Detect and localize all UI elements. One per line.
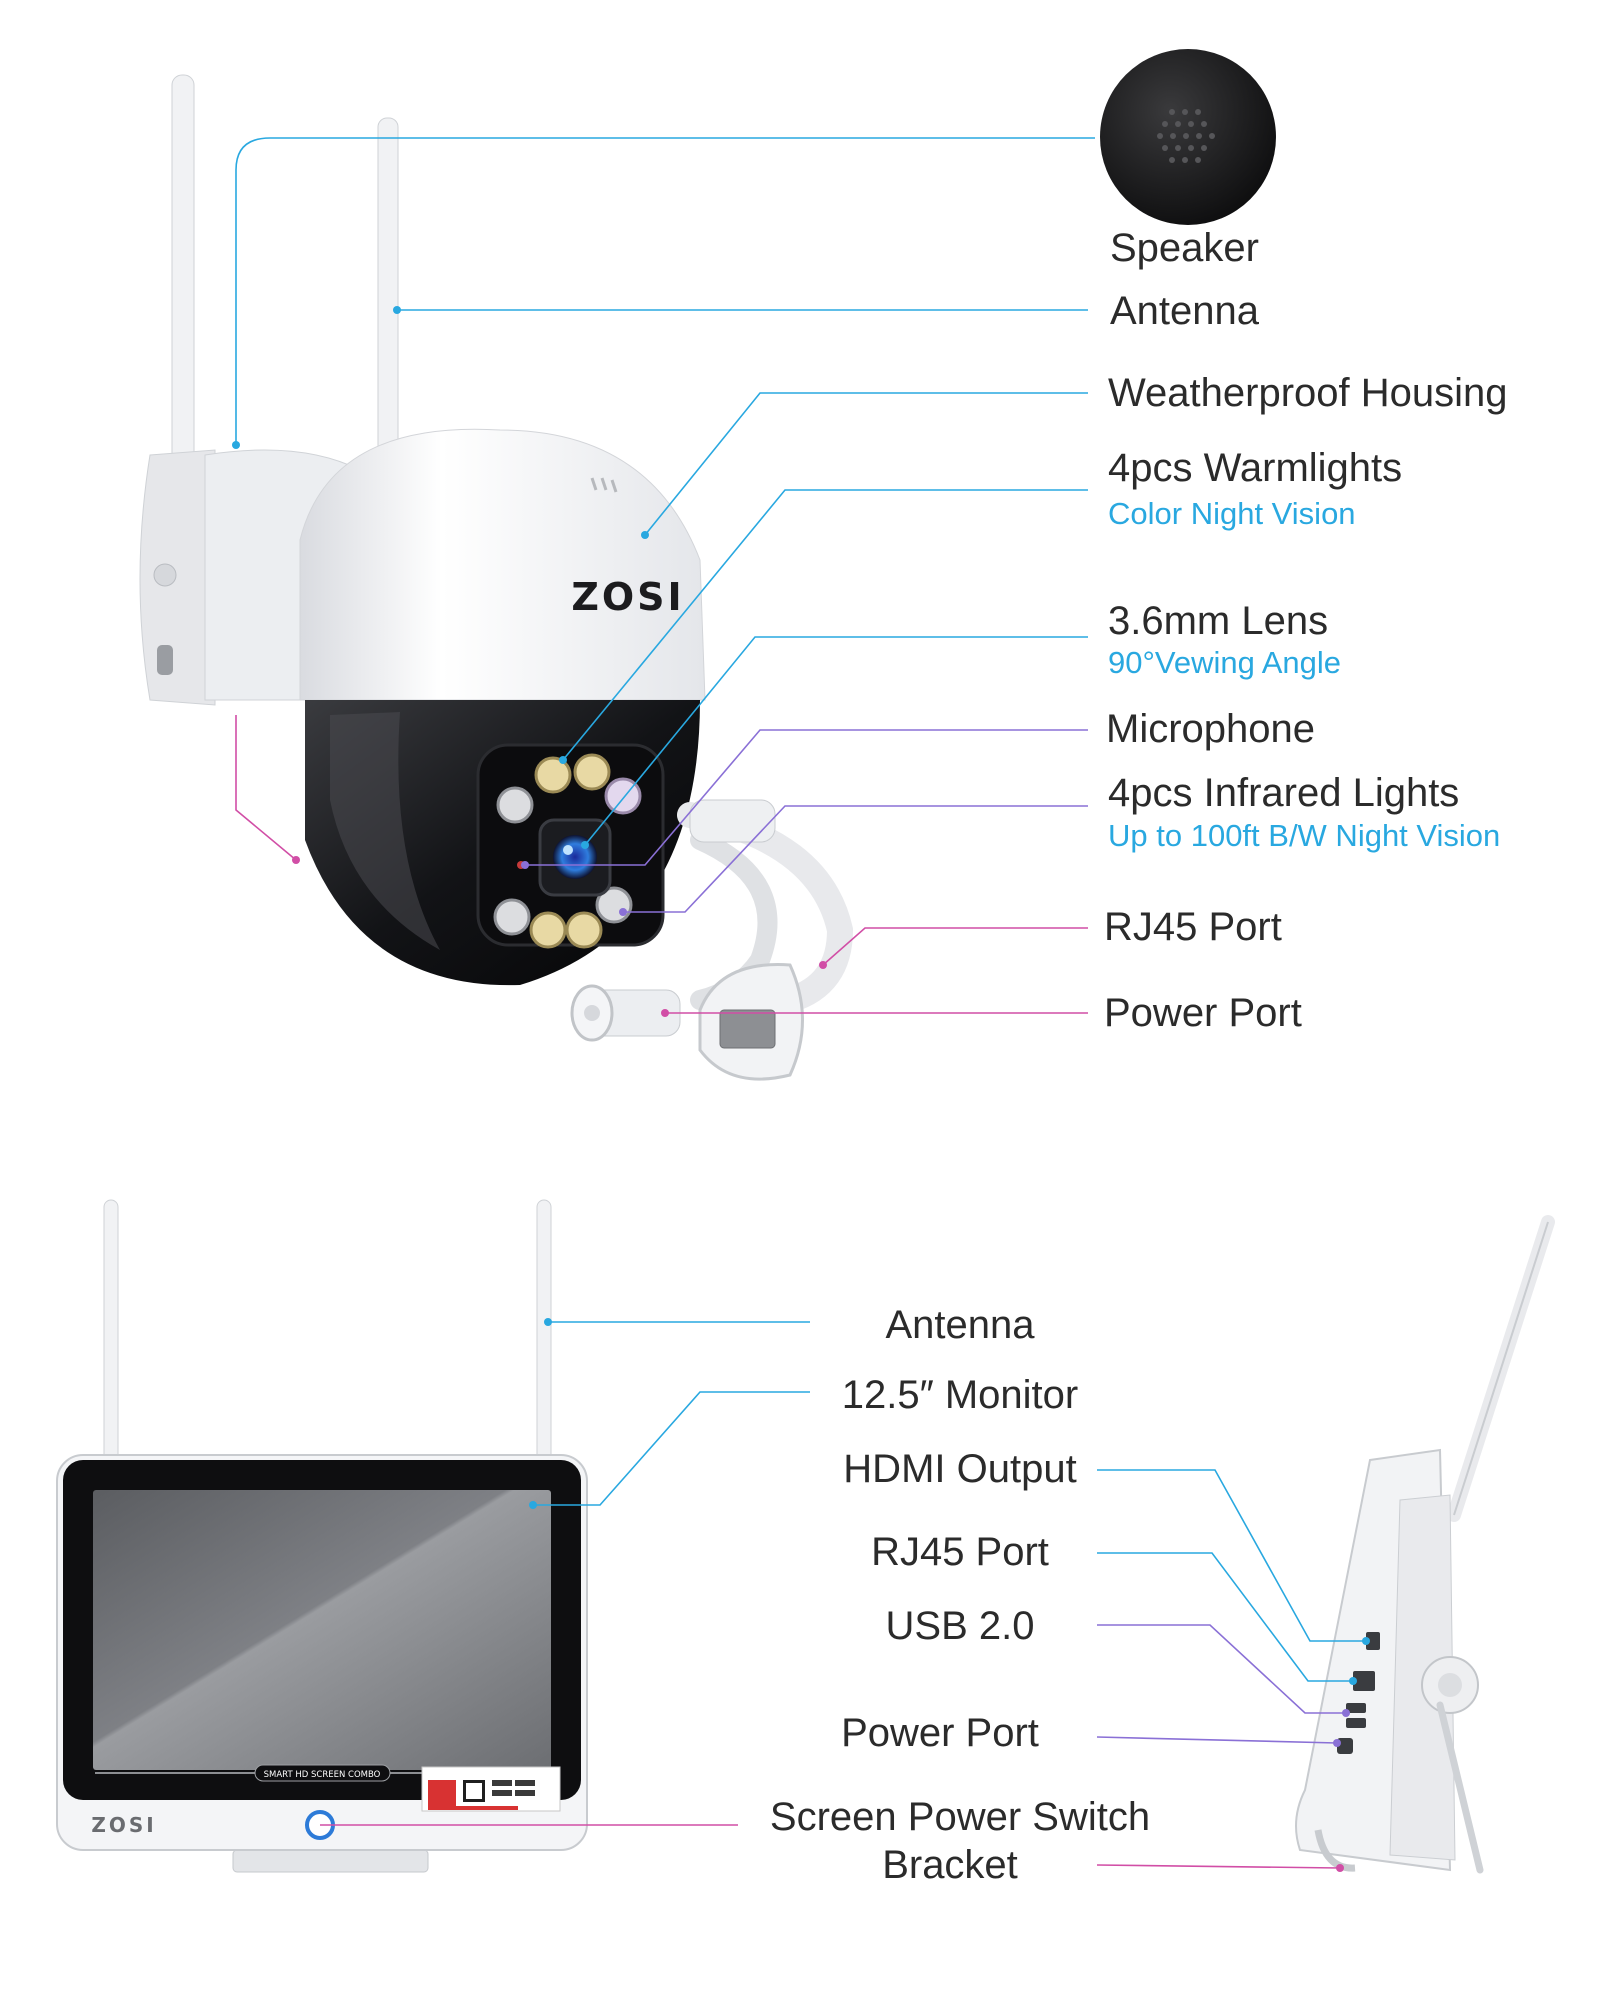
monitor-banner: SMART HD SCREEN COMBO	[264, 1770, 381, 1780]
side-ports	[1337, 1632, 1380, 1754]
camera-vent-marks	[590, 477, 618, 493]
warm-light-1	[534, 756, 572, 794]
label-monitor: 12.5″ Monitor	[841, 1373, 1079, 1417]
warm-light-2	[573, 753, 611, 791]
camera-illustration: ZOSI	[139, 49, 1276, 1081]
label-hdmi: HDMI Output	[843, 1447, 1077, 1491]
camera-leader-lines	[235, 137, 1095, 1014]
warm-light-3	[529, 911, 567, 949]
leader-lens	[584, 636, 1088, 846]
label-microphone: Microphone	[1106, 707, 1316, 751]
label-switch: Screen Power Switch	[769, 1795, 1151, 1839]
label-lens-sub: 90°Vewing Angle	[1108, 645, 1342, 680]
ir-light-bottom-left	[493, 898, 531, 936]
label-housing: Weatherproof Housing	[1108, 371, 1508, 415]
leader-monitor-rj45	[1097, 1552, 1353, 1682]
label-speaker: Speaker	[1110, 226, 1259, 270]
leader-monitor-screen	[533, 1391, 810, 1506]
leader-hdmi	[1097, 1469, 1366, 1642]
side-hinge-inner	[1438, 1673, 1462, 1697]
leader-housing	[644, 392, 1088, 536]
rj45-port	[1353, 1671, 1375, 1691]
leader-usb	[1097, 1624, 1346, 1714]
label-warmlights-sub: Color Night Vision	[1108, 496, 1356, 531]
warm-light-4	[565, 911, 603, 949]
camera-rj45-jack	[719, 1009, 776, 1049]
monitor-antenna-right	[536, 1199, 552, 1466]
camera-bracket-slot	[157, 645, 173, 675]
monitor-screen	[93, 1490, 551, 1770]
monitor-sticker	[421, 1766, 561, 1812]
usb-port-1	[1346, 1703, 1366, 1713]
ir-light-top-left	[496, 786, 534, 824]
leader-bracket-camera	[235, 715, 297, 861]
camera-led-ring	[493, 753, 642, 949]
label-monitor-antenna: Antenna	[885, 1303, 1035, 1347]
label-bracket: Bracket	[882, 1843, 1018, 1887]
camera-lens-glint	[563, 845, 573, 855]
camera-lens	[553, 835, 597, 879]
usb-port-2	[1346, 1718, 1366, 1728]
camera-antenna-right	[377, 117, 399, 469]
leader-microphone	[525, 729, 1088, 866]
monitor-stand	[232, 1849, 429, 1873]
speaker-grille	[1157, 109, 1215, 163]
camera-power-connector	[570, 984, 681, 1042]
label-infrared: 4pcs Infrared Lights	[1108, 771, 1460, 815]
monitor-leader-dots	[529, 1318, 1370, 1872]
leader-bracket	[1096, 1864, 1341, 1869]
monitor-banner-bg	[254, 1764, 391, 1782]
label-rj45: RJ45 Port	[1104, 905, 1282, 949]
power-port	[1337, 1738, 1353, 1754]
monitor-side-illustration	[1295, 1215, 1555, 1874]
label-usb: USB 2.0	[885, 1604, 1035, 1648]
label-warmlights: 4pcs Warmlights	[1108, 446, 1403, 490]
leader-monitor-power	[1096, 1736, 1338, 1744]
camera-wall-bracket	[139, 449, 216, 706]
leader-speaker	[235, 137, 1095, 445]
label-power: Power Port	[1104, 991, 1302, 1035]
camera-cable-strain-relief	[689, 799, 776, 843]
monitor-antenna-left	[103, 1199, 119, 1466]
monitor-brand-logo: ZOSI	[91, 1813, 156, 1837]
label-lens: 3.6mm Lens	[1108, 599, 1329, 643]
leader-rj45	[822, 927, 1088, 966]
camera-antenna-left	[171, 74, 195, 476]
label-infrared-sub: Up to 100ft B/W Night Vision	[1108, 818, 1501, 853]
side-antenna-edge	[1453, 1221, 1549, 1516]
side-stand-leg	[1436, 1701, 1484, 1874]
label-monitor-rj45: RJ45 Port	[871, 1530, 1049, 1574]
monitor-leader-lines	[320, 1321, 1366, 1869]
hdmi-port	[1366, 1632, 1380, 1650]
monitor-illustration: SMART HD SCREEN COMBO ZOSI	[56, 1199, 588, 1873]
leader-warmlights	[562, 489, 1088, 761]
camera-brand-logo: ZOSI	[571, 575, 684, 619]
label-antenna: Antenna	[1110, 289, 1260, 333]
camera-leader-dots	[232, 306, 827, 1017]
camera-black-head-shine	[330, 712, 440, 950]
camera-housing	[299, 428, 706, 701]
camera-bracket-screw	[153, 563, 177, 587]
leader-infrared	[623, 805, 1088, 913]
label-monitor-power: Power Port	[841, 1711, 1039, 1755]
side-bracket	[1314, 1829, 1356, 1872]
